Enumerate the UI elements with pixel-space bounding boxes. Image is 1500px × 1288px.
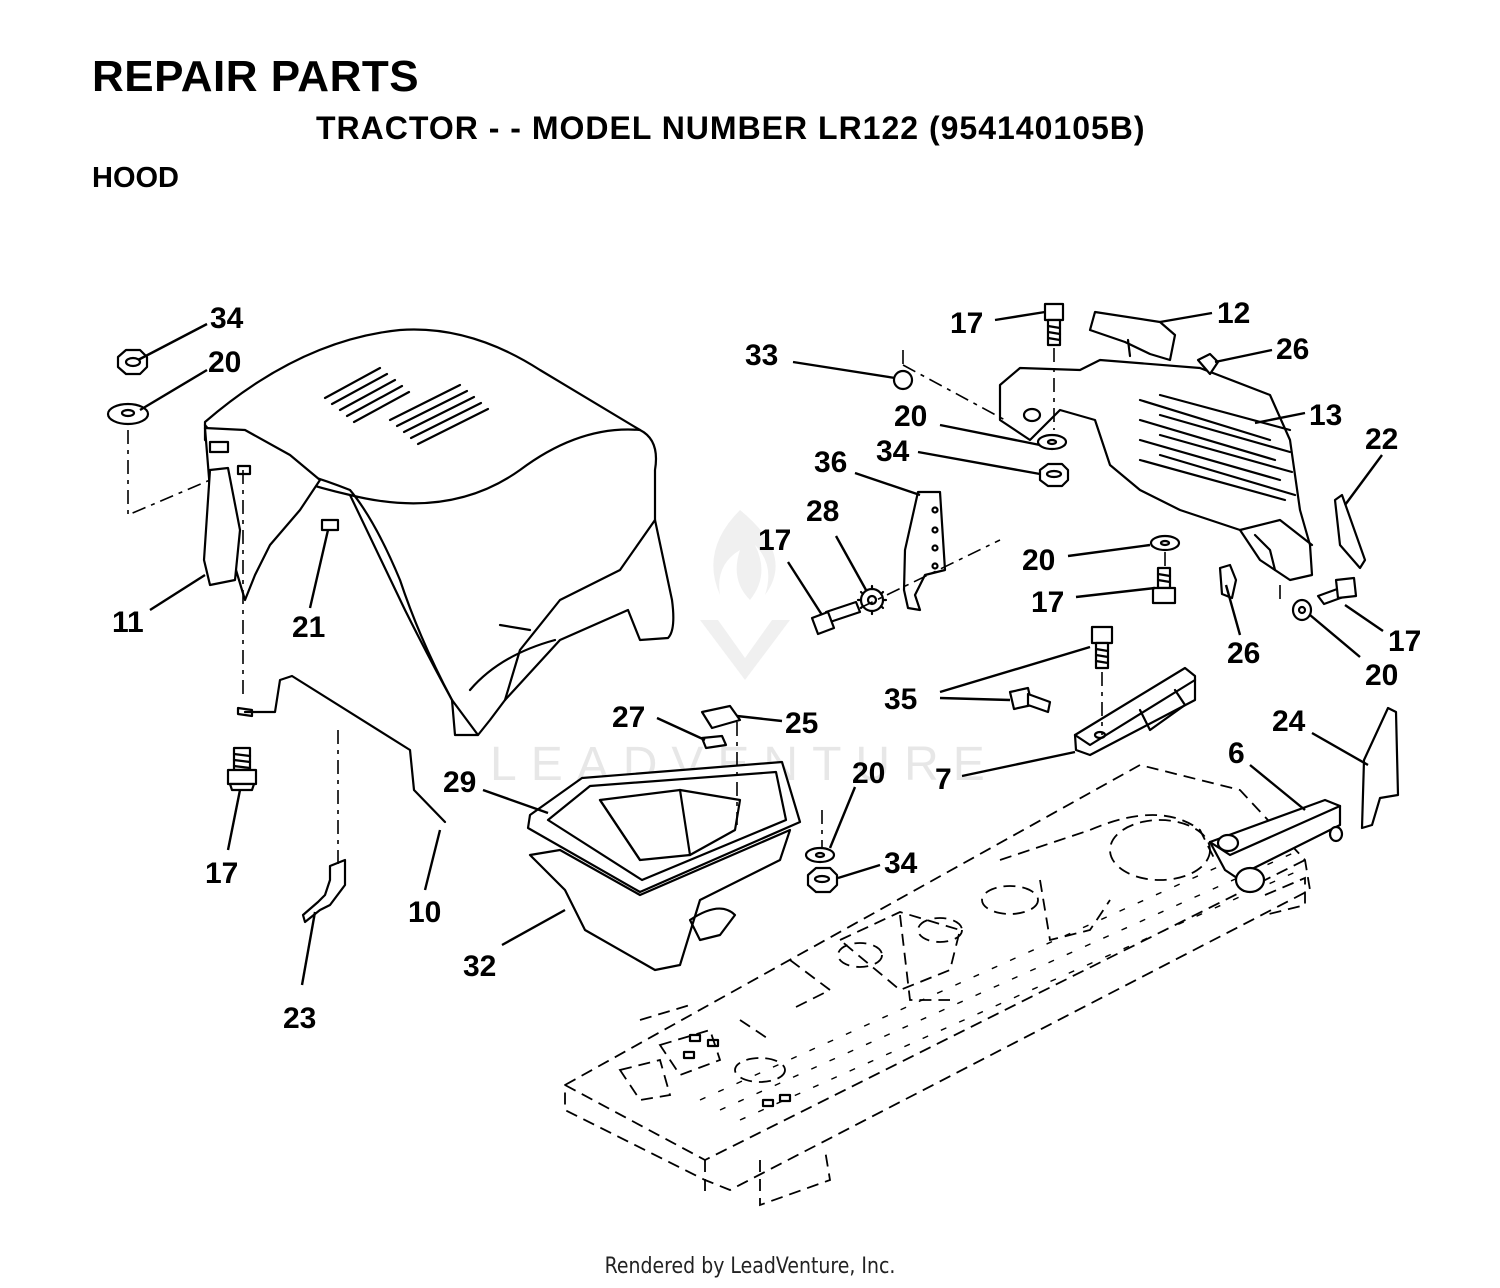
clip-26-lower [1218,563,1238,600]
callout-29-cover: 29 [443,766,476,799]
callout-20-washer-tray: 20 [852,757,885,790]
callout-23-bracket: 23 [283,1002,316,1035]
callout-21-pad: 21 [292,611,325,644]
pad-27 [700,734,728,750]
clip-25 [700,704,742,730]
callout-34-nut-grille: 34 [876,435,910,468]
callout-32-tray: 32 [463,950,496,983]
callout-17-bolt-right: 17 [1388,625,1421,658]
bolt-35-vertical [1090,625,1114,670]
callout-20-washer-mid: 20 [1022,544,1055,577]
bracket-36 [902,490,947,612]
callout-26-clip-lower: 26 [1227,637,1260,670]
callout-17-bolt: 17 [205,857,238,890]
washer-20-upper-left [106,402,150,426]
callout-27-pad: 27 [612,701,645,734]
section-title: HOOD [92,162,179,194]
bolt-17-right [1316,576,1358,606]
washer-20-right [1291,598,1313,622]
callout-12-plate: 12 [1217,297,1250,330]
callout-13-grille: 13 [1309,399,1342,432]
washer-20-grille [1036,433,1068,451]
footer-credit: Rendered by LeadVenture, Inc. [604,1254,896,1279]
callout-36-bracket: 36 [814,446,847,479]
callout-22-seal: 22 [1365,423,1398,456]
callout-17-bolt-mid: 17 [1031,586,1064,619]
hood-plate-12 [1088,310,1177,362]
callout-20-washer-right: 20 [1365,659,1398,692]
callout-28-lock-washer: 28 [806,495,839,528]
tractor-frame [564,764,1311,1207]
callout-24-bracket: 24 [1272,705,1306,738]
nut-34-upper-left [116,348,149,376]
hood-vents [323,366,490,446]
callout-6-axle: 6 [1228,737,1245,770]
callout-26-clip-upper: 26 [1276,333,1309,366]
callout-34-nut: 34 [210,302,244,335]
callout-17-bolt-top: 17 [950,307,983,340]
washer-20-mid [1149,534,1181,552]
leader-lines [137,310,1384,986]
bracket-24 [1360,706,1400,830]
callout-35-bolt: 35 [884,683,917,716]
seal-22 [1333,493,1367,570]
nut-34-grille [1038,462,1070,488]
callout-34-nut-tray: 34 [884,847,918,880]
washer-20-tray [804,846,836,864]
callout-10-rod: 10 [408,896,441,929]
bolt-17-mid [1151,566,1177,605]
plug-33 [892,369,914,391]
hood-rod [243,674,447,824]
bolt-17-top [1043,302,1065,347]
grille-13 [998,358,1314,582]
nut-34-tray [806,866,839,894]
callout-11-seal: 11 [112,606,144,639]
bolt-35-horizontal [1008,686,1052,714]
model-subtitle: TRACTOR - - MODEL NUMBER LR122 (95414010… [316,110,1146,146]
callout-7-bracket: 7 [935,763,952,796]
callout-20-washer-grille: 20 [894,400,927,433]
page-title: REPAIR PARTS [92,52,420,101]
callout-17-bolt-bracket: 17 [758,524,791,557]
bolt-17-lower-left [226,746,258,792]
callout-25-clip: 25 [785,707,818,740]
hood-assembly [202,328,675,737]
callout-33-plug: 33 [745,339,778,372]
lock-washer-28 [856,584,888,616]
bolt-17-bracket [810,600,862,636]
callout-20-washer: 20 [208,346,241,379]
bracket-23 [301,858,347,924]
battery-tray [526,760,802,972]
callout-labels: 34 20 11 21 17 10 23 29 27 25 32 20 34 1… [112,297,1421,1035]
